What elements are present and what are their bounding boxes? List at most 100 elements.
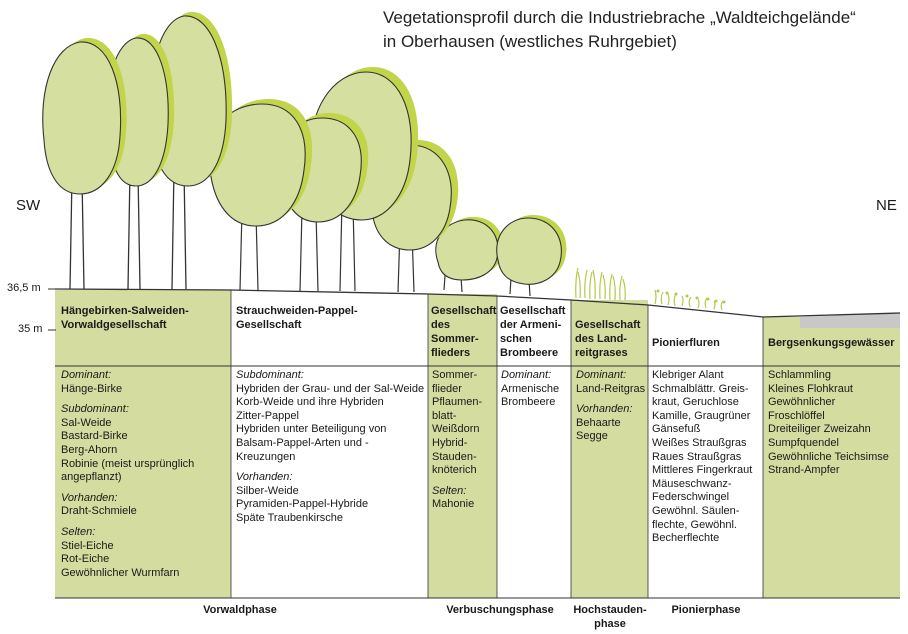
species-group: Sommer-flieder Pflaumen-blatt- Weißdorn … [432,369,496,478]
species-item: Schmalblättr. Greis- [652,382,749,395]
species-item: Hänge-Birke [61,382,123,395]
species-item: Späte Traubenkirsche [236,511,344,524]
species-item: Strand-Ampfer [768,464,840,477]
species-item: Silber-Weide [236,484,299,497]
species-item: Weißdorn [432,423,480,436]
species-item: Dreiteiliger Zweizahn [768,423,871,436]
species-item: Mittleres Fingerkraut [652,464,753,477]
species-item: Weißes Straußgras [652,436,747,449]
altitude-upper-label: 36,5 m [7,282,41,294]
tree-shrub-1 [435,216,504,293]
group-label: Dominant: [576,369,627,381]
column-separators [230,290,764,598]
species-group: Dominant: Land-Reitgras [576,369,646,396]
direction-east-label: NE [876,197,897,214]
species-column-gewaesser: Schlammling Kleines Flohkraut Gewöhnlich… [768,369,900,485]
group-label: Selten: [61,525,96,538]
species-item: Pflaumen-blatt- [432,396,483,422]
species-group: Subdominant: Hybriden der Grau- und der … [236,369,426,464]
species-item: Hybriden unter Beteiligung von Balsam-Pa… [236,423,387,463]
ground-profile [54,288,901,318]
species-item: Zitter-Pappel [236,409,299,422]
phase-vorwald: Vorwaldphase [203,604,277,616]
species-group: Vorhanden: Behaarte Segge [576,403,646,444]
species-item: Draht-Schmiele [61,505,137,518]
species-item: Mahonie [432,498,475,511]
heading-sommerflieder: Gesellschaft des Sommer-flieders [431,305,497,359]
species-item: Robinie (meist ursprünglich angepflanzt) [61,457,195,484]
phase-pionier: Pionierphase [671,604,741,616]
grass-dots [656,289,726,304]
species-item: Pyramiden-Pappel-Hybride [236,498,369,511]
tree-birch-1 [42,37,127,290]
species-group: Selten: Mahonie [432,485,496,512]
species-group: Vorhanden: Draht-Schmiele [61,492,227,519]
species-item: Sumpfquendel [768,436,839,449]
heading-landreitgras: Gesellschaft des Land-reitgrases [575,319,641,359]
title-line-2: in Oberhausen (westliches Ruhrgebiet) [383,32,677,51]
group-label: Vorhanden: [576,403,633,416]
species-item: Schlammling [768,369,831,381]
group-label: Subdominant: [236,369,304,381]
band-landreitgras [571,300,648,598]
species-item: Sommer-flieder [432,369,478,395]
species-column-sommerflieder: Sommer-flieder Pflaumen-blatt- Weißdorn … [432,369,496,519]
tree-shrub-2 [496,215,567,297]
species-item: Bastard-Birke [61,430,128,443]
group-label: Dominant: [61,369,112,381]
species-item: Sal-Weide [61,416,112,429]
group-label: Subdominant: [61,403,129,416]
species-group: Dominant: Armenische Brombeere [501,369,569,410]
phase-hochstauden: Hochstauden-phase [573,604,647,630]
phase-verbuschung: Verbuschungsphase [446,604,554,616]
species-item: kraut, Geruchlose [652,396,739,409]
species-item: Becherflechte [652,532,720,545]
species-column-landreitgras: Dominant: Land-Reitgras Vorhanden: Behaa… [576,369,646,451]
species-item: Behaarte [576,416,621,429]
species-item: Armenische Brombeere [501,382,560,409]
species-item: Rot-Eiche [61,553,110,566]
species-item: Gewöhnlicher Wurmfarn [61,566,180,579]
species-item: Gewöhnliche Teichsimse [768,450,889,463]
group-label: Selten: [432,484,467,497]
diagram-title: Vegetationsprofil durch die Industriebra… [383,6,856,54]
species-item: Klebriger Alant [652,369,724,381]
group-label: Vorhanden: [236,471,293,484]
species-item: Raues Straußgras [652,450,742,463]
grass-tufts [575,267,724,311]
species-item: knöterich [432,464,477,477]
group-label: Vorhanden: [61,491,118,504]
group-label: Dominant: [501,369,552,381]
species-group: Klebriger Alant Schmalblättr. Greis- kra… [652,369,762,546]
species-item: Gewöhnl. Säulen- [652,504,740,517]
species-item: Gänsefuß [652,423,701,436]
species-item: Froschlöffel [768,409,825,422]
species-item: Federschwingel [652,491,730,504]
species-item: Hybriden der Grau- und der Sal-Weide [236,382,425,395]
band-gewaesser [763,317,900,598]
heading-pionierfluren: Pionierfluren [652,337,720,349]
species-item: Kleines Flohkraut [768,382,853,395]
species-item: Segge [576,430,608,443]
species-item: Berg-Ahorn [61,443,118,456]
band-sommerflieder [428,294,497,598]
tree-willow-1 [208,99,313,291]
species-item: Stiel-Eiche [61,539,114,552]
heading-vorwald: Hängebirken-Salweiden-Vorwaldgesellschaf… [61,305,189,331]
species-item: Gewöhnlicher [768,396,836,409]
title-line-1: Vegetationsprofil durch die Industriebra… [383,8,856,27]
species-group: Schlammling Kleines Flohkraut Gewöhnlich… [768,369,900,478]
heading-gewaesser: Bergsenkungsgewässer [768,337,895,349]
heading-brombeere: Gesellschaft der Armeni-schen Brombeere [500,305,566,359]
direction-west-label: SW [16,197,41,214]
species-item: Land-Reitgras [576,382,646,395]
heading-strauchweiden: Strauchweiden-Pappel-Gesellschaft [236,305,358,331]
species-item: Korb-Weide und ihre Hybriden [236,396,384,409]
species-group: Subdominant: Sal-Weide Bastard-Birke Ber… [61,403,227,485]
species-group: Vorhanden: Silber-Weide Pyramiden-Pappel… [236,471,426,525]
species-item: Stauden- [432,450,477,463]
species-column-strauchweiden: Subdominant: Hybriden der Grau- und der … [236,369,426,533]
species-group: Selten: Stiel-Eiche Rot-Eiche Gewöhnlich… [61,526,227,580]
water-body [800,313,900,328]
